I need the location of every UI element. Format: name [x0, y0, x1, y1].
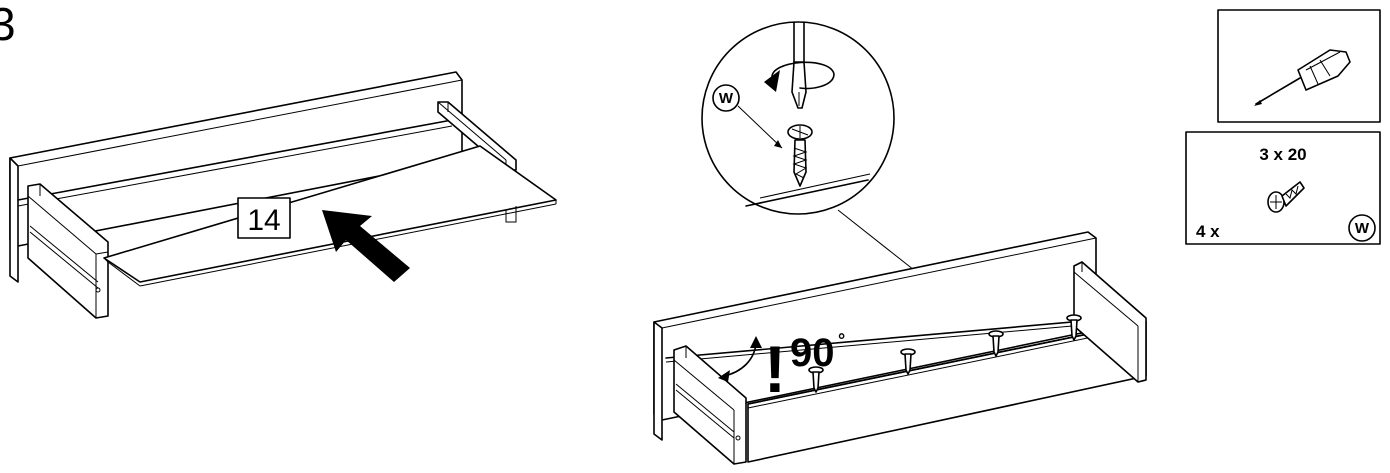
quantity-label: 4 x [1196, 222, 1220, 241]
left-frame-assembly: 14 [9, 71, 557, 319]
screw-detail-callout: W [701, 21, 992, 332]
insert-arrow-icon [322, 210, 410, 282]
detail-circle [701, 21, 895, 215]
detail-screw-code: W [719, 90, 734, 107]
screw-icon [900, 348, 916, 375]
screw-icon [1066, 314, 1082, 341]
screw-hardware-icon [1267, 181, 1305, 213]
screw-code-label: W [1355, 220, 1370, 237]
screw-size-label: 3 x 20 [1259, 145, 1306, 164]
part-number-label: 14 [247, 204, 280, 237]
screw-code-badge [1348, 214, 1376, 242]
tool-box [1217, 9, 1381, 123]
screw-box-frame [1185, 131, 1381, 245]
screw-hardware-box: 3 x 20 4 x W [1185, 131, 1381, 245]
right-frame-assembly: ! 90 ° [653, 231, 1147, 465]
angle-value: 90 [790, 331, 835, 375]
step-number: 3 [0, 0, 16, 50]
rotate-arrow-icon [771, 61, 835, 90]
warning-mark: ! [764, 332, 786, 406]
screw-icon [808, 366, 824, 393]
part-number-box [237, 197, 291, 239]
screwdriver-icon [1254, 49, 1351, 106]
tool-box-frame [1217, 9, 1381, 123]
screw-icon [988, 330, 1004, 357]
detail-screw-code-badge [712, 84, 740, 112]
angle-unit: ° [838, 330, 845, 350]
